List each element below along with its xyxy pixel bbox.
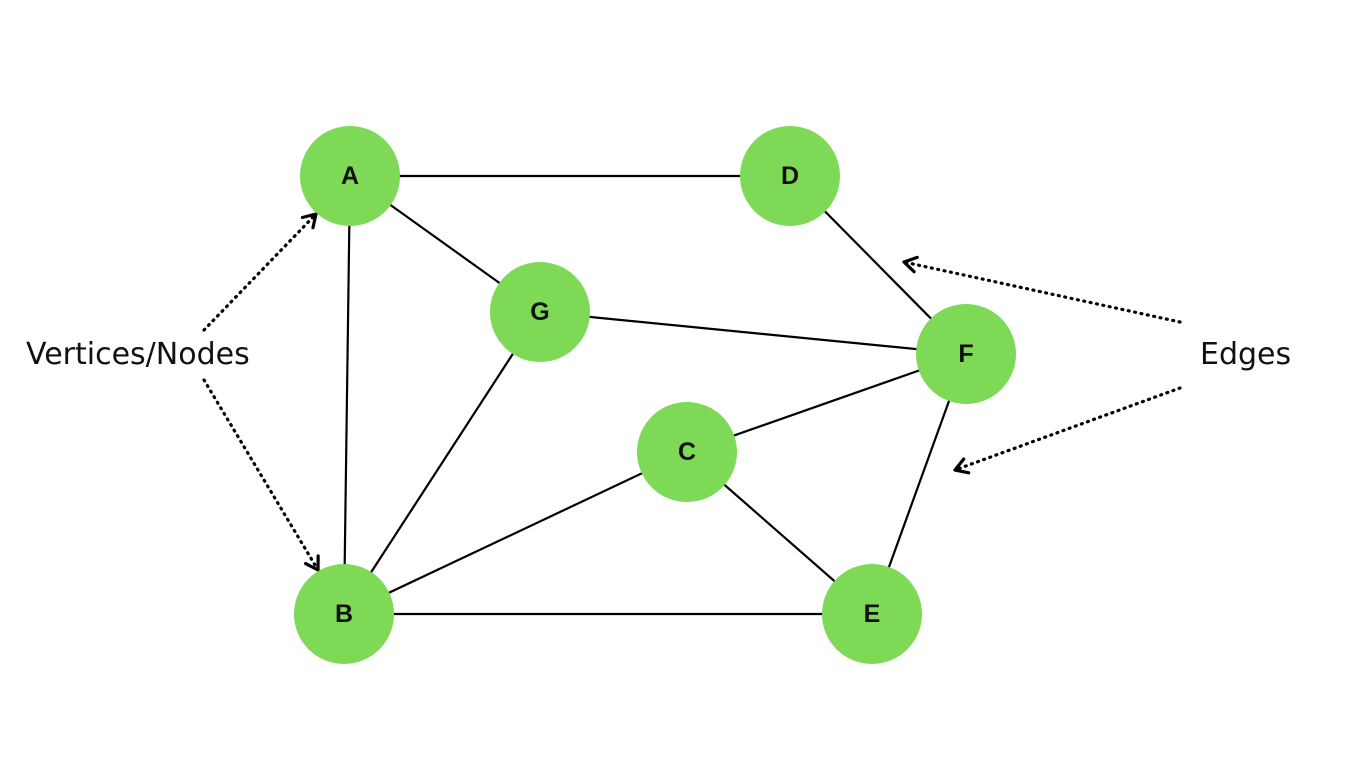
pointer-to-node-a [202, 212, 318, 332]
node-f: F [916, 304, 1016, 404]
arrowhead-icon [902, 255, 919, 274]
vertices-nodes-label: Vertices/Nodes [26, 337, 250, 372]
node-b: B [294, 564, 394, 664]
arrowhead-icon [953, 457, 971, 475]
node-circle [490, 262, 590, 362]
node-label: C [678, 438, 696, 466]
arrowhead-icon [303, 554, 320, 572]
node-label: A [341, 162, 359, 190]
nodes-layer: A B C D E F G [294, 126, 1016, 664]
edge-g-f [539, 310, 967, 356]
node-e: E [822, 564, 922, 664]
edge-g-b [343, 311, 541, 615]
edge-a-b [342, 175, 352, 615]
edges-layer [342, 174, 968, 616]
node-circle [822, 564, 922, 664]
pointer-to-node-b [202, 378, 320, 572]
node-d: D [740, 126, 840, 226]
node-label: D [781, 162, 799, 190]
edges-label: Edges [1200, 337, 1292, 372]
node-circle [916, 304, 1016, 404]
node-g: G [490, 262, 590, 362]
pointer-to-edge-d-f [902, 255, 1182, 324]
node-circle [637, 402, 737, 502]
node-c: C [637, 402, 737, 502]
node-label: B [335, 600, 353, 628]
node-circle [300, 126, 400, 226]
node-label: E [864, 600, 881, 628]
node-circle [294, 564, 394, 664]
node-label: F [958, 340, 973, 368]
node-label: G [530, 298, 549, 326]
edge-c-b [343, 451, 688, 615]
annotation-pointers [202, 212, 1182, 572]
pointer-to-edge-f-e [953, 386, 1182, 475]
node-a: A [300, 126, 400, 226]
arrowhead-icon [300, 212, 318, 230]
node-circle [740, 126, 840, 226]
